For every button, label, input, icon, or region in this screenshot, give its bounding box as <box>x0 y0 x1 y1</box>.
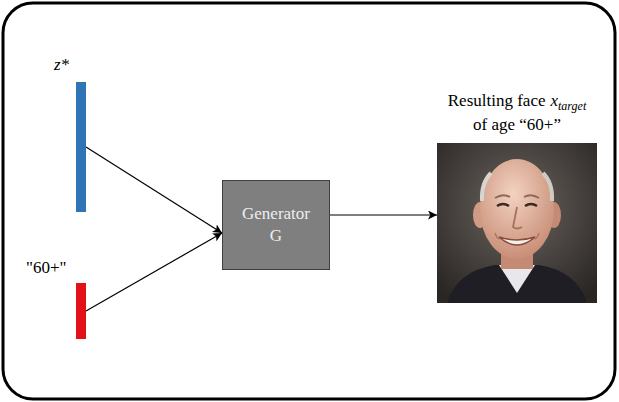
generator-label: Generator G <box>230 197 322 253</box>
subscript-text: target <box>558 99 586 113</box>
caption-text: of age “60+” <box>473 115 561 134</box>
face-illustration <box>437 143 597 303</box>
arrow-connector <box>86 147 222 233</box>
arrow-connector <box>86 233 222 311</box>
generator-box: Generator G <box>222 180 330 270</box>
latent-vector-bar: z* <box>76 82 86 212</box>
rounded-border <box>3 3 615 399</box>
result-caption: Resulting facextargetof age “60+” <box>448 90 586 135</box>
age-condition-bar: "60+" <box>76 283 86 339</box>
arrow-connector <box>330 214 437 215</box>
vector-label: "60+" <box>26 259 66 278</box>
caption-text: Resulting face <box>448 91 546 110</box>
vector-label: z* <box>54 56 69 75</box>
caption-line: of age “60+” <box>448 114 586 135</box>
caption-text: x <box>550 91 558 110</box>
face-image: Resulting facextargetof age “60+” <box>437 143 597 303</box>
caption-line: Resulting facextarget <box>448 90 586 114</box>
